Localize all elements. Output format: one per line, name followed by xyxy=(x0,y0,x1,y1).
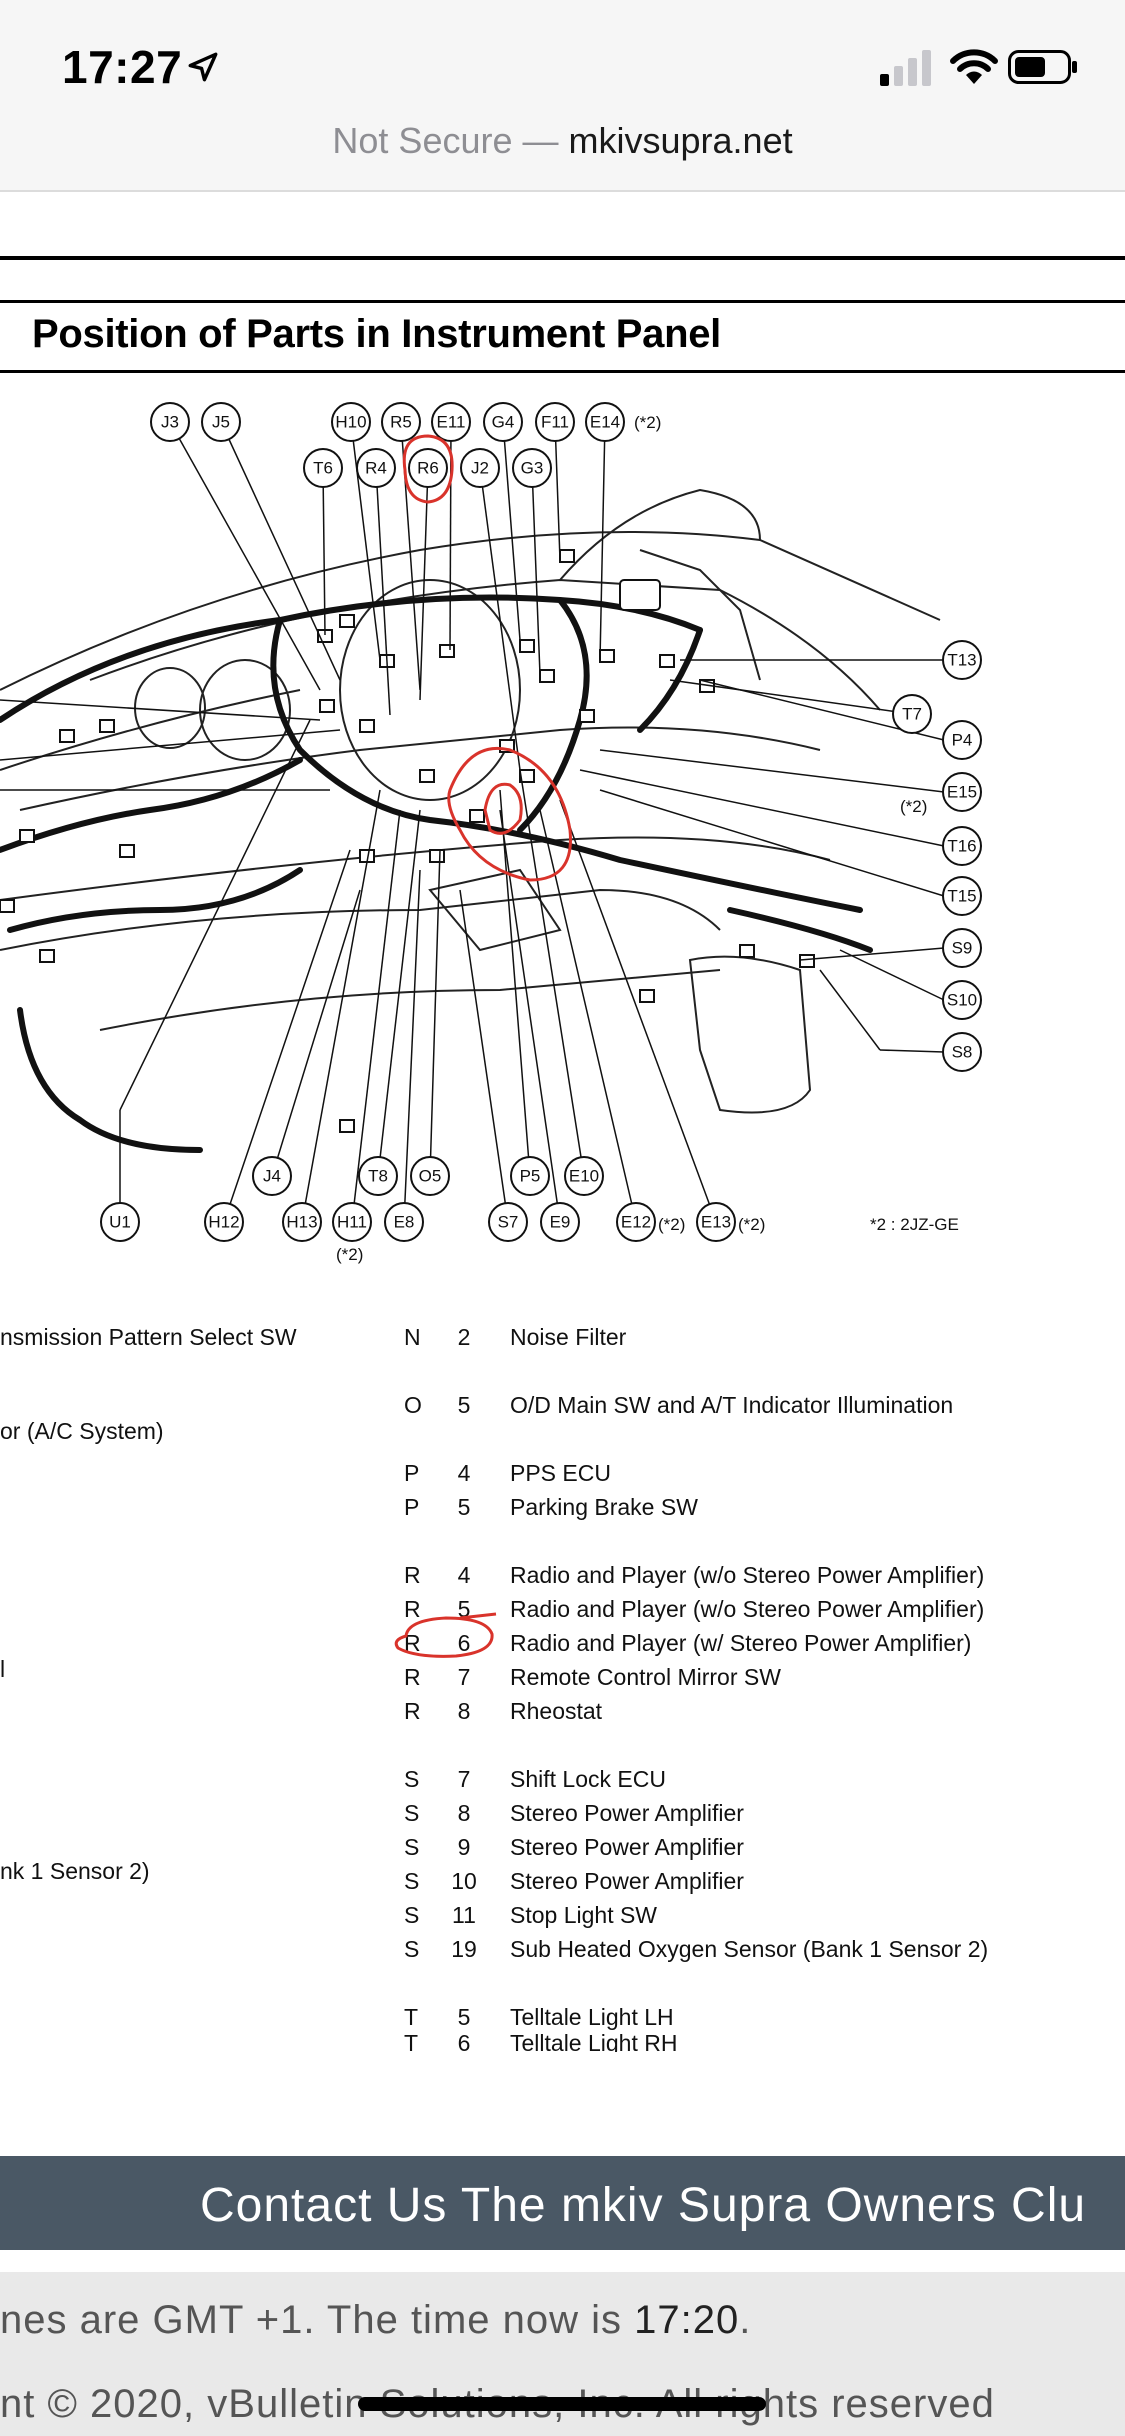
callout-label: P4 xyxy=(952,731,973,750)
cellular-signal-icon xyxy=(880,50,931,86)
callout-label: S7 xyxy=(498,1213,519,1232)
callout-label: H12 xyxy=(208,1213,239,1232)
instrument-panel-diagram: J3 J5 H10 R5 E11 G4 F11 E14 T6 R4 R6 J2 … xyxy=(0,402,982,1264)
callout-label: E8 xyxy=(394,1213,415,1232)
callout-label: P5 xyxy=(520,1167,541,1186)
bottom-note: (*2) xyxy=(658,1215,685,1234)
time-info: nes are GMT +1. The time now is 17:20. xyxy=(0,2298,752,2342)
url-text[interactable]: Not Secure — mkivsupra.net xyxy=(0,120,1125,162)
callout-label: H10 xyxy=(335,413,366,432)
not-secure-label: Not Secure — xyxy=(332,120,569,161)
callout-label: E11 xyxy=(437,413,466,432)
status-bar: 17:27 xyxy=(0,0,1125,120)
footer-links[interactable]: Contact Us The mkiv Supra Owners Clu xyxy=(200,2179,1087,2232)
location-arrow-icon xyxy=(188,52,218,82)
wifi-icon xyxy=(950,49,998,84)
callout-label: T13 xyxy=(947,651,976,670)
callout-label: E13 xyxy=(701,1213,731,1232)
document-rule-bottom xyxy=(0,370,1125,373)
callout-label: T8 xyxy=(368,1167,388,1186)
callout-label: T7 xyxy=(902,705,922,724)
url-host: mkivsupra.net xyxy=(568,120,793,161)
bottom-note: (*2) xyxy=(738,1215,765,1234)
callout-label: T16 xyxy=(947,837,976,856)
callout-label: S8 xyxy=(952,1043,973,1062)
callout-label: E9 xyxy=(550,1213,571,1232)
footer-info: nes are GMT +1. The time now is 17:20. n… xyxy=(0,2272,1125,2436)
callout-label: E12 xyxy=(621,1213,651,1232)
red-circle-annotation xyxy=(394,1612,497,1658)
document-rule-top xyxy=(0,256,1125,260)
callout-label: R4 xyxy=(365,459,387,478)
callout-label: J2 xyxy=(471,459,489,478)
callout-label: O5 xyxy=(419,1167,442,1186)
callout-label: U1 xyxy=(109,1213,131,1232)
bottom-note: (*2) xyxy=(336,1245,363,1264)
callout-label: G4 xyxy=(492,413,515,432)
left-cropped-text: nk 1 Sensor 2) xyxy=(0,1858,150,1884)
callout-label: R6 xyxy=(417,459,439,478)
document-rule-mid xyxy=(0,300,1125,303)
callout-label: E14 xyxy=(590,413,620,432)
parts-table: nsmission Pattern Select SW or (A/C Syst… xyxy=(0,1324,989,2052)
right-note: (*2) xyxy=(900,797,927,816)
home-indicator[interactable] xyxy=(358,2397,766,2411)
callout-label: E10 xyxy=(569,1167,599,1186)
left-cropped-text: l xyxy=(0,1656,6,1682)
top-note: (*2) xyxy=(634,413,661,432)
footer-links-bar: Contact Us The mkiv Supra Owners Clu xyxy=(0,2156,1125,2250)
callout-label: T6 xyxy=(313,459,333,478)
address-bar[interactable]: Not Secure — mkivsupra.net xyxy=(0,112,1125,192)
callout-label: T15 xyxy=(947,887,976,906)
callout-label: J3 xyxy=(161,413,179,432)
callout-label: H13 xyxy=(286,1213,317,1232)
callout-label: E15 xyxy=(947,783,977,802)
left-cropped-text: nsmission Pattern Select SW xyxy=(0,1324,297,1350)
left-cropped-text: or (A/C System) xyxy=(0,1418,164,1444)
callout-label: R5 xyxy=(390,413,412,432)
legend-note: *2 : 2JZ-GE xyxy=(870,1215,959,1234)
callout-label: J5 xyxy=(212,413,230,432)
status-time: 17:27 xyxy=(62,41,183,93)
document-title: Position of Parts in Instrument Panel xyxy=(32,312,721,356)
callout-label: S10 xyxy=(947,991,977,1010)
callout-label: S9 xyxy=(952,939,973,958)
callout-label: H11 xyxy=(337,1213,367,1232)
battery-icon xyxy=(1008,50,1077,84)
callout-label: G3 xyxy=(521,459,544,478)
callout-label: F11 xyxy=(541,413,569,432)
callout-label: J4 xyxy=(263,1167,281,1186)
